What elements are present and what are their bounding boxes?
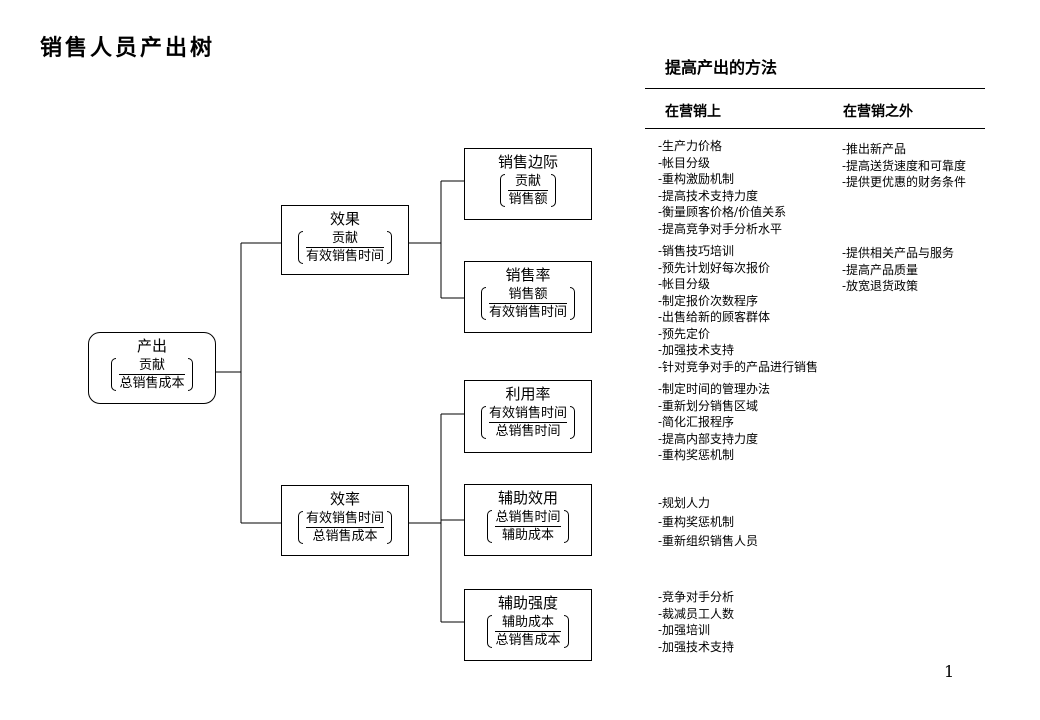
list-item: -帐目分级 <box>658 277 711 291</box>
node-effect: 效果 贡献 有效销售时间 <box>281 205 409 275</box>
list-item: -规划人力 <box>658 496 711 510</box>
list-item: -预先定价 <box>658 326 711 341</box>
formula: 有效销售时间 总销售时间 <box>480 405 576 440</box>
node-label: 效果 <box>329 210 360 228</box>
list-item: -提高技术支持力度 <box>658 188 759 203</box>
list-item: -放宽退货政策 <box>842 279 919 293</box>
list-item: -帐目分级 <box>658 155 711 170</box>
list-item: -竞争对手分析 <box>658 590 735 604</box>
node-label: 利用率 <box>505 385 551 403</box>
methods-title: 提高产出的方法 <box>665 58 778 77</box>
formula-denominator: 总销售时间 <box>495 424 561 439</box>
methods-header-rule <box>645 128 985 129</box>
formula: 有效销售时间 总销售成本 <box>297 510 393 545</box>
list-item: -提供相关产品与服务 <box>842 246 955 260</box>
method-list-beyond-2: -提供相关产品与服务 -提高产品质量 -放宽退货政策 <box>842 245 954 295</box>
node-support-intensity: 辅助强度 辅助成本 总销售成本 <box>464 589 592 661</box>
list-item: -加强培训 <box>658 623 711 637</box>
list-item: -重新组织销售人员 <box>658 534 759 548</box>
formula-numerator: 总销售时间 <box>495 510 561 527</box>
formula-denominator: 总销售成本 <box>312 529 378 544</box>
node-label: 辅助强度 <box>497 594 558 612</box>
formula-denominator: 销售额 <box>508 192 548 207</box>
list-item: -重构奖惩机制 <box>658 515 735 529</box>
method-list-marketing-3: -制定时间的管理办法 -重新划分销售区域 -简化汇报程序 -提高内部支持力度 -… <box>658 381 770 464</box>
node-label: 辅助效用 <box>497 489 558 507</box>
list-item: -预先计划好每次报价 <box>658 260 771 275</box>
list-item: -提高内部支持力度 <box>658 431 759 446</box>
formula-denominator: 总销售成本 <box>119 376 185 391</box>
list-item: -针对竞争对手的产品进行销售 <box>658 359 819 374</box>
list-item: -生产力价格 <box>658 139 723 153</box>
formula-numerator: 贡献 <box>119 357 185 375</box>
node-support-effect: 辅助效用 总销售时间 辅助成本 <box>464 484 592 556</box>
method-list-marketing-4: -规划人力 -重构奖惩机制 -重新组织销售人员 <box>658 494 758 551</box>
list-item: -衡量顾客价格/价值关系 <box>658 205 787 219</box>
list-item: -销售技巧培训 <box>658 244 735 258</box>
formula: 辅助成本 总销售成本 <box>486 614 569 649</box>
page-title: 销售人员产出树 <box>40 36 216 61</box>
formula-denominator: 总销售成本 <box>495 633 561 648</box>
list-item: -制定时间的管理办法 <box>658 382 771 396</box>
formula: 总销售时间 辅助成本 <box>486 509 569 544</box>
page-number: 1 <box>944 662 955 681</box>
column-header-beyond: 在营销之外 <box>843 104 913 120</box>
list-item: -重新划分销售区域 <box>658 398 759 413</box>
node-label: 销售边际 <box>497 153 558 171</box>
node-sales-rate: 销售率 销售额 有效销售时间 <box>464 261 592 333</box>
node-efficiency: 效率 有效销售时间 总销售成本 <box>281 485 409 556</box>
list-item: -提供更优惠的财务条件 <box>842 175 967 189</box>
formula-numerator: 贡献 <box>305 230 384 248</box>
formula: 贡献 销售额 <box>499 173 556 208</box>
node-label: 销售率 <box>505 266 551 284</box>
list-item: -加强技术支持 <box>658 639 735 654</box>
list-item: -出售给新的顾客群体 <box>658 310 771 324</box>
node-label: 效率 <box>329 490 360 508</box>
column-header-marketing: 在营销上 <box>665 104 721 120</box>
formula-numerator: 辅助成本 <box>495 614 561 632</box>
list-item: -加强技术支持 <box>658 343 735 357</box>
list-item: -制定报价次数程序 <box>658 293 759 308</box>
node-utilization: 利用率 有效销售时间 总销售时间 <box>464 380 592 453</box>
list-item: -简化汇报程序 <box>658 415 735 429</box>
formula-denominator: 辅助成本 <box>501 528 554 543</box>
list-item: -提高产品质量 <box>842 262 919 277</box>
method-list-marketing-5: -竞争对手分析 -裁减员工人数 -加强培训 -加强技术支持 <box>658 589 734 655</box>
formula-numerator: 贡献 <box>508 173 548 191</box>
formula: 贡献 总销售成本 <box>110 357 193 392</box>
node-sales-margin: 销售边际 贡献 销售额 <box>464 148 592 220</box>
methods-top-rule <box>645 88 985 89</box>
list-item: -裁减员工人数 <box>658 606 735 621</box>
node-label: 产出 <box>136 337 167 355</box>
formula-denominator: 有效销售时间 <box>488 305 567 320</box>
formula-denominator: 有效销售时间 <box>305 249 384 264</box>
node-output: 产出 贡献 总销售成本 <box>88 332 216 404</box>
method-list-beyond-1: -推出新产品 -提高送货速度和可靠度 -提供更优惠的财务条件 <box>842 141 966 191</box>
formula-numerator: 有效销售时间 <box>488 406 567 423</box>
method-list-marketing-1: -生产力价格 -帐目分级 -重构激励机制 -提高技术支持力度 -衡量顾客价格/价… <box>658 138 786 237</box>
formula: 销售额 有效销售时间 <box>480 286 576 321</box>
formula-numerator: 销售额 <box>488 286 567 304</box>
list-item: -提高竞争对手分析水平 <box>658 221 783 236</box>
list-item: -推出新产品 <box>842 142 907 156</box>
formula: 贡献 有效销售时间 <box>297 230 393 265</box>
list-item: -重构激励机制 <box>658 172 735 186</box>
list-item: -重构奖惩机制 <box>658 448 735 462</box>
formula-numerator: 有效销售时间 <box>305 511 384 528</box>
method-list-marketing-2: -销售技巧培训 -预先计划好每次报价 -帐目分级 -制定报价次数程序 -出售给新… <box>658 243 818 375</box>
list-item: -提高送货速度和可靠度 <box>842 158 967 173</box>
